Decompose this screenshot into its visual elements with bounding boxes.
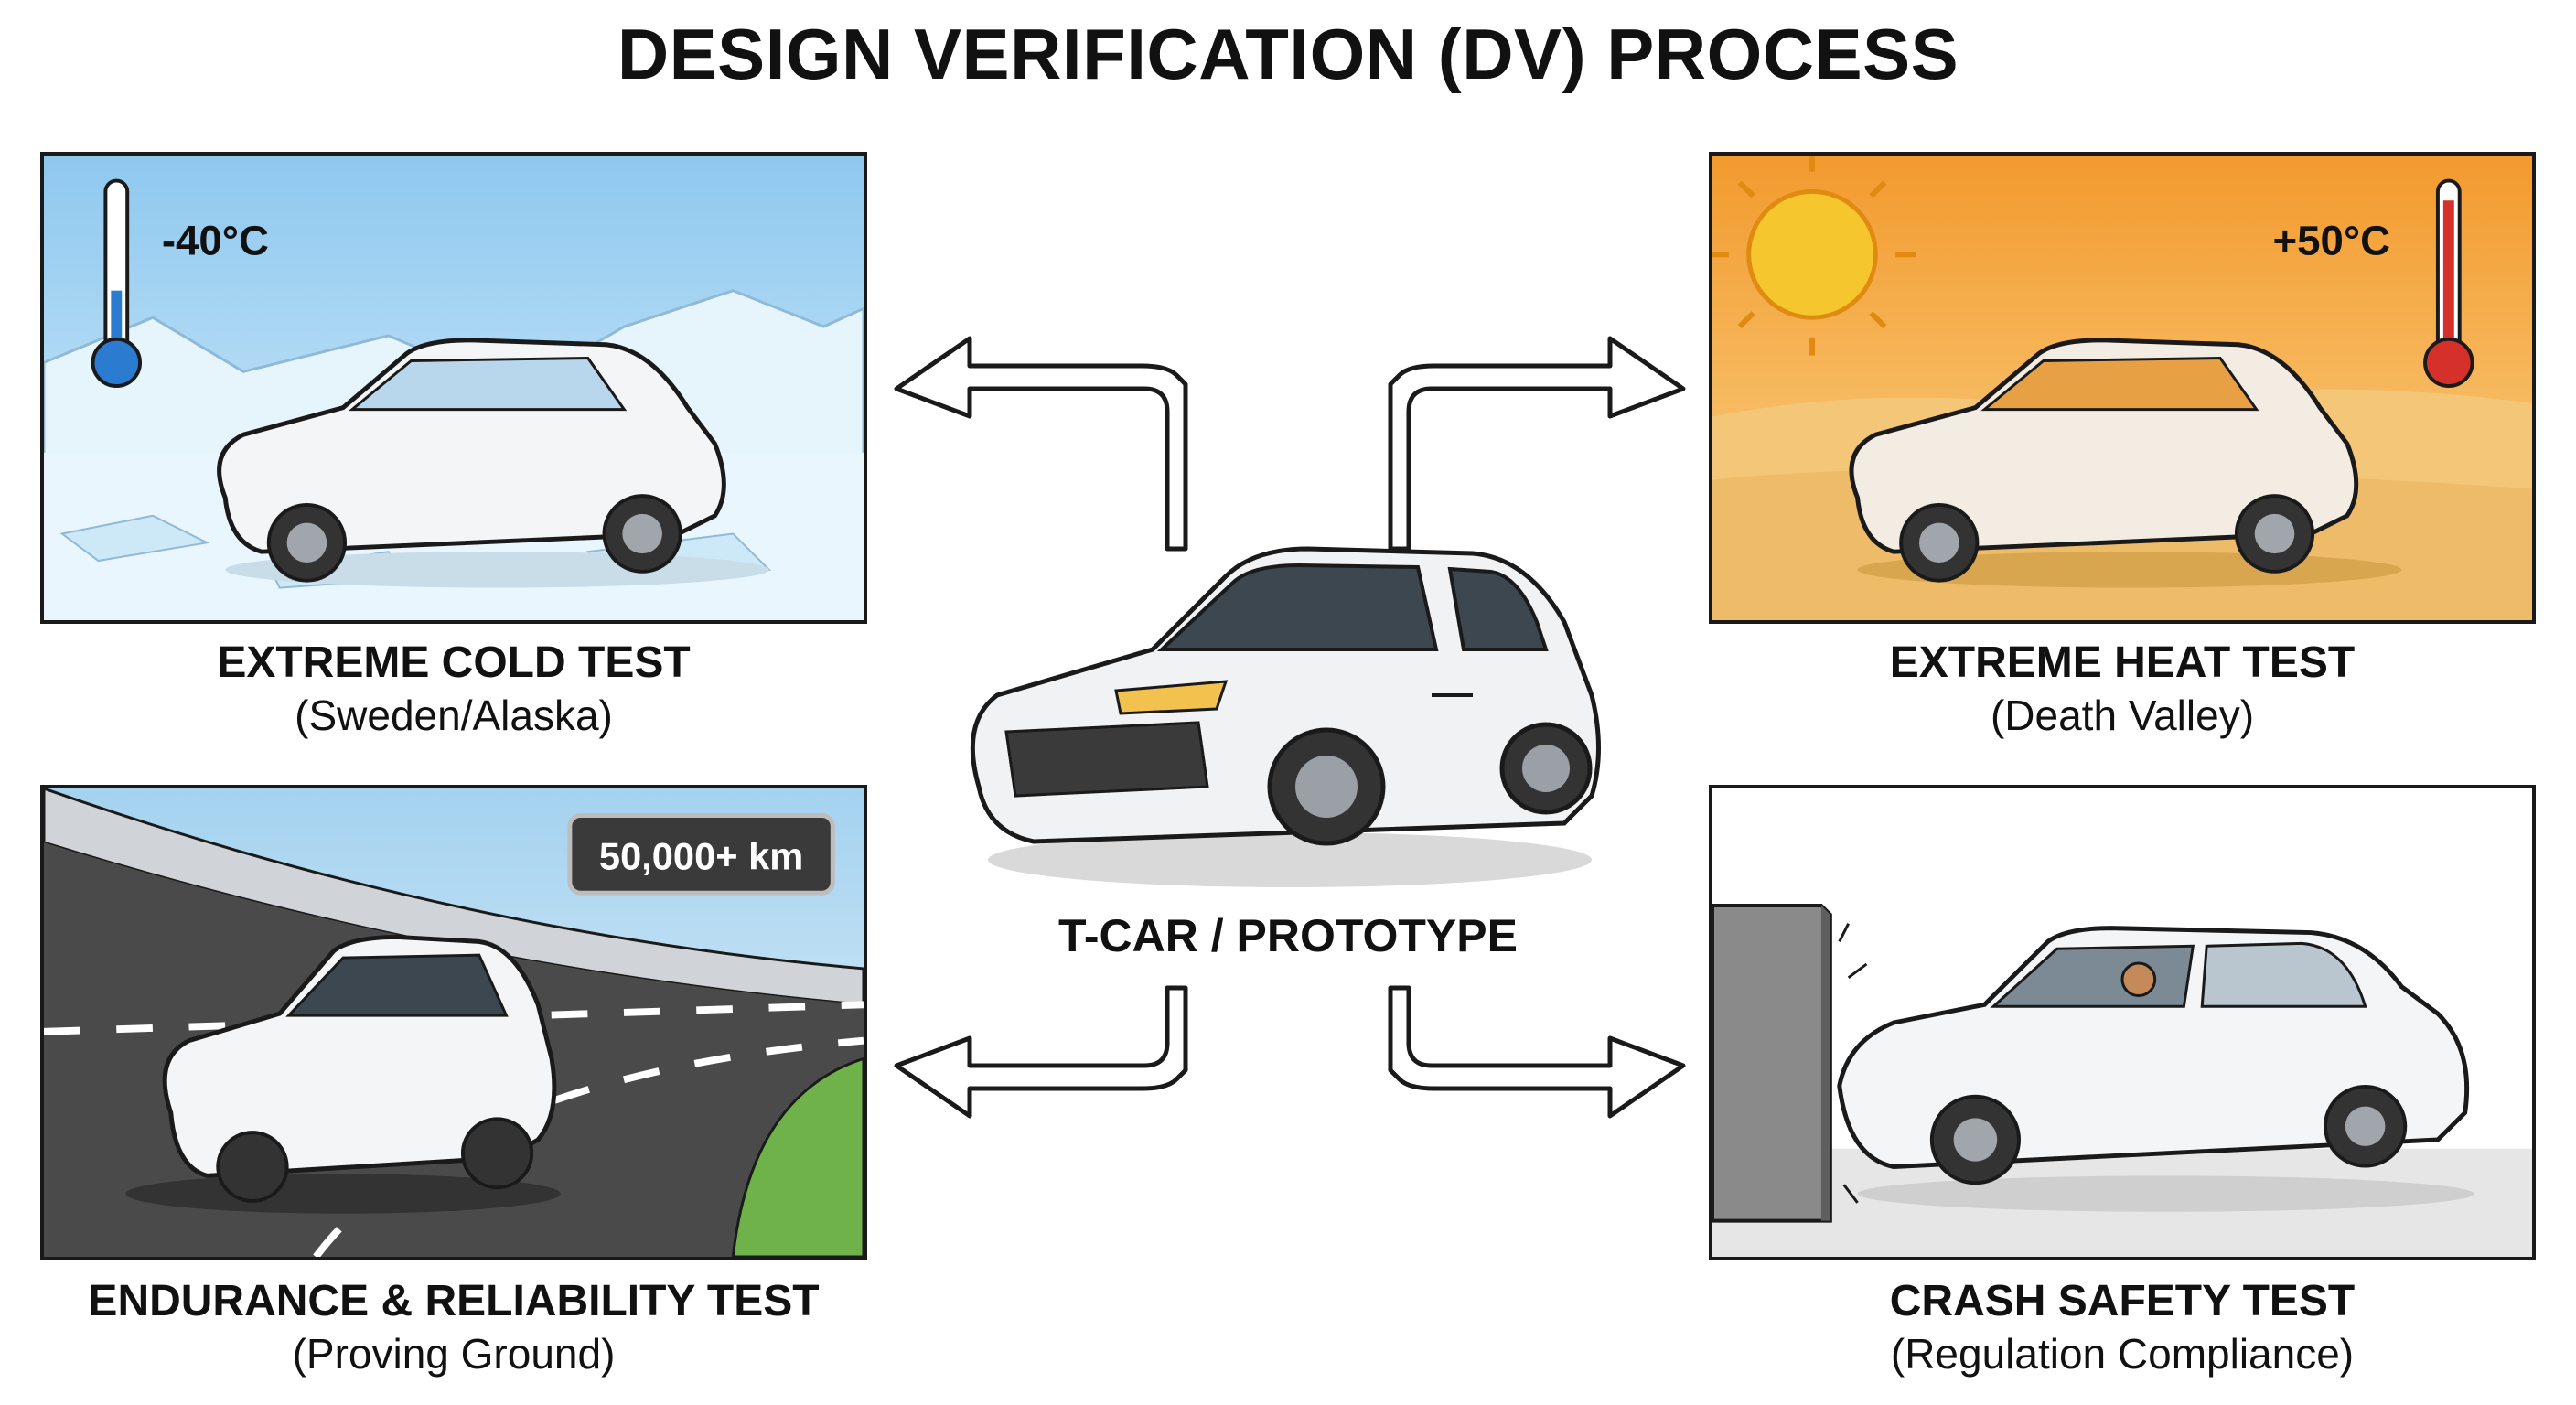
extreme-cold-title: EXTREME COLD TEST [0, 637, 911, 690]
crash-safety-title: CRASH SAFETY TEST [1665, 1275, 2576, 1328]
heat-temperature: +50°C [2273, 217, 2390, 263]
extreme-heat-subtitle: (Death Valley) [1665, 690, 2576, 741]
extreme-heat-panel: +50°C [1709, 152, 2536, 624]
extreme-heat-caption: EXTREME HEAT TEST (Death Valley) [1665, 637, 2576, 741]
crash-safety-caption: CRASH SAFETY TEST (Regulation Compliance… [1665, 1275, 2576, 1379]
crash-safety-subtitle: (Regulation Compliance) [1665, 1328, 2576, 1379]
cold-temperature: -40°C [162, 217, 269, 263]
crash-safety-panel [1709, 785, 2536, 1260]
extreme-cold-panel: -40°C [40, 152, 867, 624]
arrow-to-crash-icon [1390, 988, 1683, 1116]
endurance-subtitle: (Proving Ground) [0, 1328, 911, 1379]
extreme-heat-title: EXTREME HEAT TEST [1665, 637, 2576, 690]
endurance-panel: 50,000+ km [40, 785, 867, 1260]
extreme-cold-caption: EXTREME COLD TEST (Sweden/Alaska) [0, 637, 911, 741]
center-prototype-car [924, 512, 1619, 896]
extreme-cold-subtitle: (Sweden/Alaska) [0, 690, 911, 741]
endurance-title: ENDURANCE & RELIABILITY TEST [0, 1275, 911, 1328]
crash-wall-icon [1712, 906, 1830, 1221]
arrow-to-endurance-icon [896, 988, 1186, 1116]
endurance-caption: ENDURANCE & RELIABILITY TEST (Proving Gr… [0, 1275, 911, 1379]
endurance-distance: 50,000+ km [599, 835, 803, 878]
crash-dummy [2122, 963, 2155, 995]
center-label: T-CAR / PROTOTYPE [1014, 909, 1562, 962]
